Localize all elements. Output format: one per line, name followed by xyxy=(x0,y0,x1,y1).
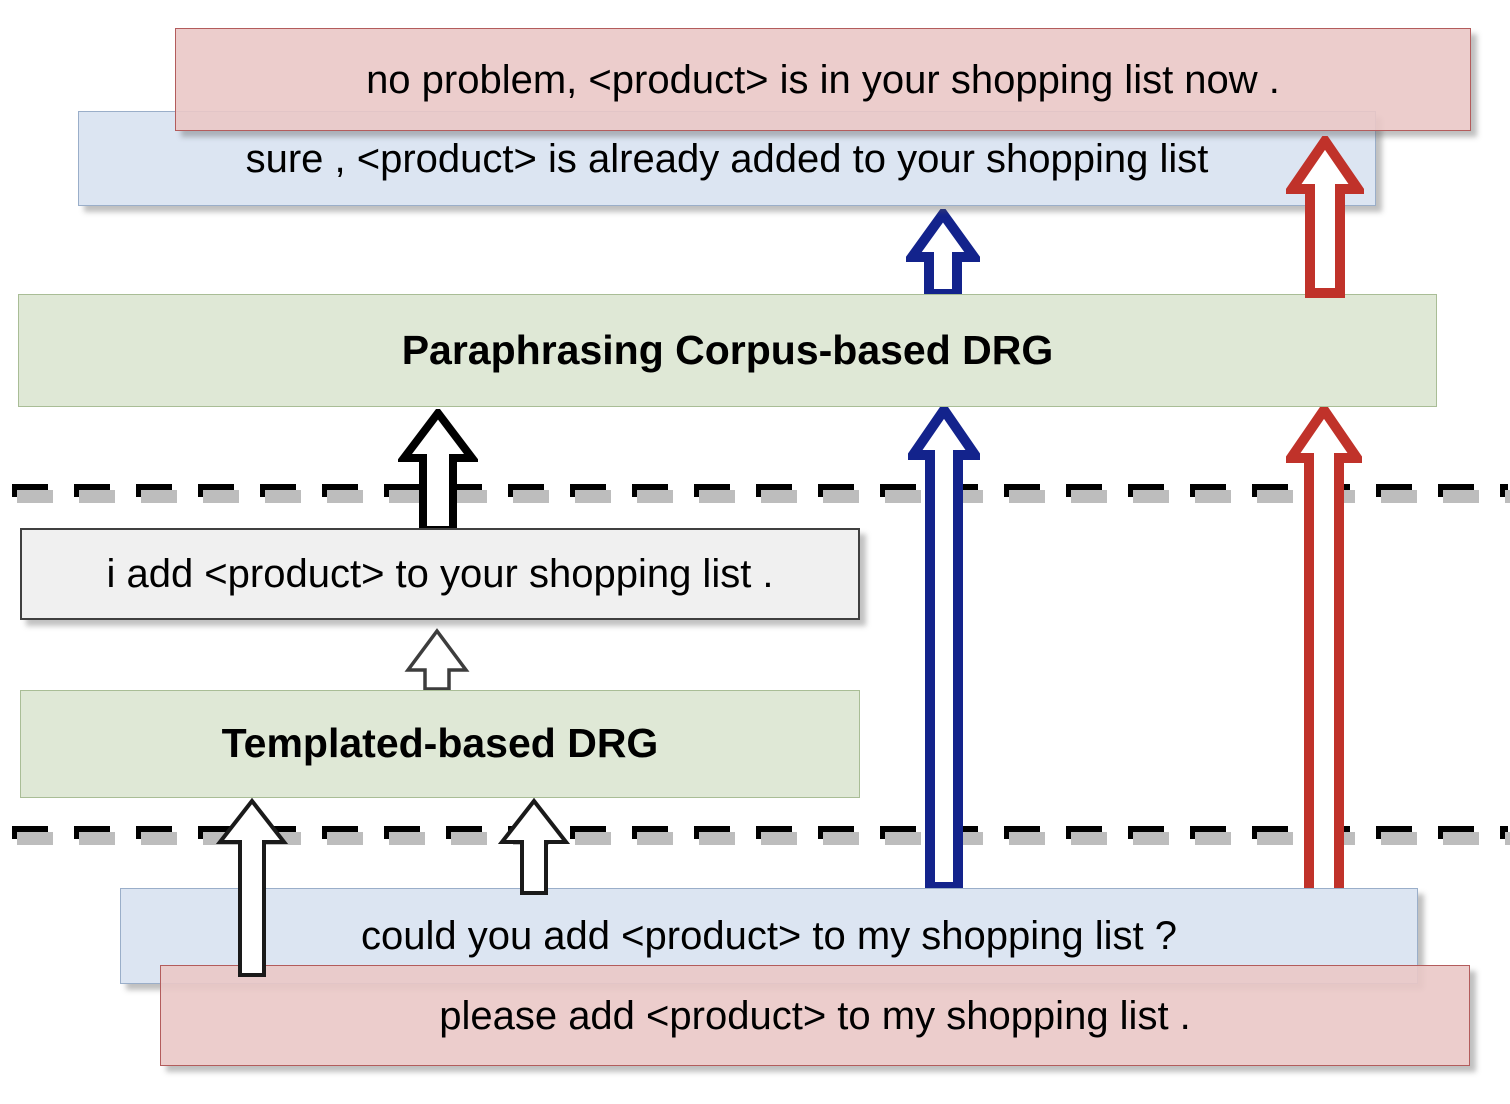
paraphrasing-module: Paraphrasing Corpus-based DRG xyxy=(18,294,1437,407)
template-output-box: i add <product> to your shopping list . xyxy=(20,528,860,620)
thin-arrow-template xyxy=(404,628,470,692)
black-arrow-left xyxy=(216,798,288,978)
blue-request-text: could you add <product> to my shopping l… xyxy=(360,914,1178,958)
blue-arrow-top xyxy=(906,209,980,299)
pink-response-box: no problem, <product> is in your shoppin… xyxy=(175,28,1471,131)
pink-request-box: please add <product> to my shopping list… xyxy=(160,965,1470,1066)
upper-dashed-separator xyxy=(12,484,1510,503)
templated-module-label: Templated-based DRG xyxy=(221,720,659,767)
black-arrow-right xyxy=(498,798,570,896)
pink-request-text: please add <product> to my shopping list… xyxy=(439,993,1191,1038)
blue-response-text: sure , <product> is already added to you… xyxy=(245,136,1209,181)
pink-response-text: no problem, <product> is in your shoppin… xyxy=(366,57,1280,102)
blue-arrow-long xyxy=(908,405,980,892)
red-arrow-top xyxy=(1286,136,1364,298)
template-output-text: i add <product> to your shopping list . xyxy=(106,552,774,596)
black-arrow-template xyxy=(398,409,478,534)
paraphrasing-module-label: Paraphrasing Corpus-based DRG xyxy=(401,326,1054,373)
lower-dashed-separator xyxy=(12,826,1510,845)
templated-module: Templated-based DRG xyxy=(20,690,860,798)
